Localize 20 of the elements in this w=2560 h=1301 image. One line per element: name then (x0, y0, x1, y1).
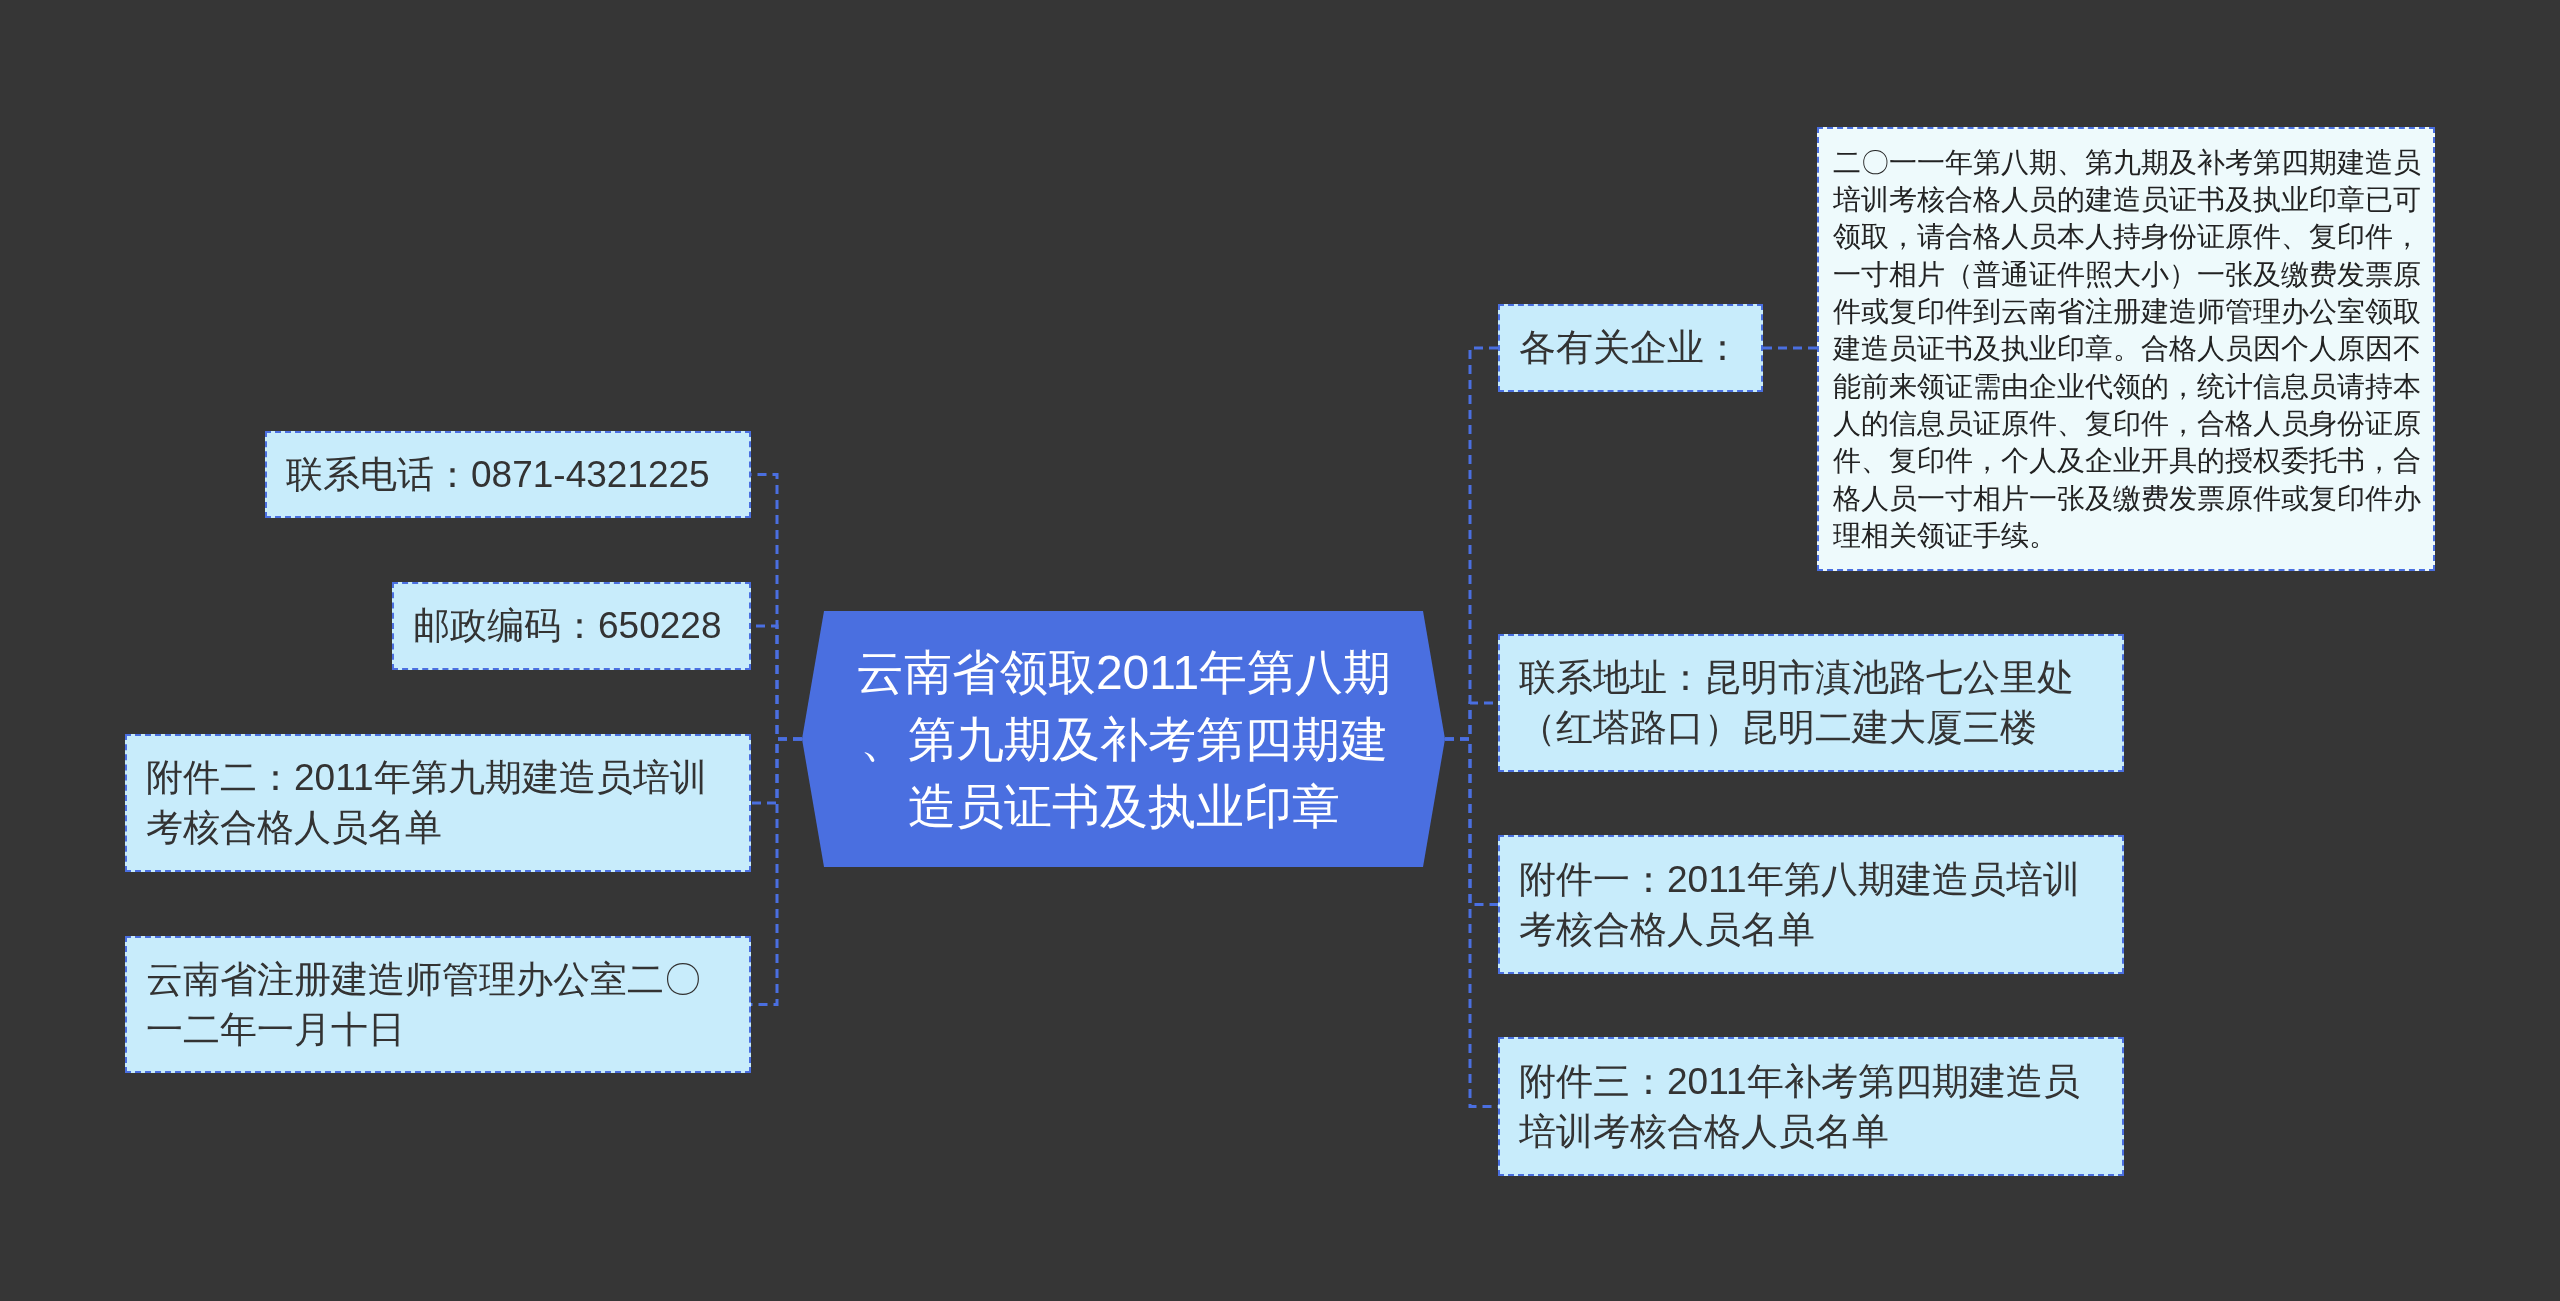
topic-box (125, 734, 751, 872)
central-topic (802, 611, 1445, 867)
note-text: 二〇一一年第八期、第九期及补考第四期建造员培训考核合格人员的建造员证书及执业印章已可领取，请合格人员本人持身份证原件、复印件，一寸相片（普通证件照大小）一张及缴费发票原件或复印件到云南省注册建造师管理办公室领取建造员证书及执业印章。合格人员因个人原因不能前来领证需由企业代领的，统计信息员请持本人的信息员证原件、复印件，合格人员身份证原件、复印件，个人及企业开具的授权委托书，合格人员一寸相片一张及缴费发票原件或复印件办理相关领证手续。 (1833, 145, 2422, 553)
topic-box (1498, 1037, 2124, 1176)
topic-box (125, 936, 751, 1073)
topic-box (265, 431, 751, 518)
node-text: 云南省注册建造师管理办公室二〇一二年一月十日 (146, 957, 702, 1052)
topic-box (392, 582, 751, 670)
connector-line (1763, 346, 1817, 350)
node-text: 联系电话：0871-4321225 (286, 452, 710, 497)
topic-title: 云南省领取2011年第八期、第九期及补考第四期建造员证书及执业印章 (854, 644, 1393, 835)
node-text: 附件三：2011年补考第四期建造员培训考核合格人员名单 (1519, 1059, 2081, 1154)
node-text: 各有关企业： (1519, 326, 1741, 370)
topic-box (1498, 835, 2124, 974)
node-text: 邮政编码：650228 (413, 604, 722, 648)
topic-box (1498, 304, 1763, 392)
node-text: 联系地址：昆明市滇池路七公里处（红塔路口）昆明二建大厦三楼 (1519, 656, 2075, 750)
node-text: 附件一：2011年第八期建造员培训考核合格人员名单 (1519, 857, 2081, 952)
topic-box (1498, 634, 2124, 772)
node-text: 附件二：2011年第九期建造员培训考核合格人员名单 (146, 756, 708, 850)
